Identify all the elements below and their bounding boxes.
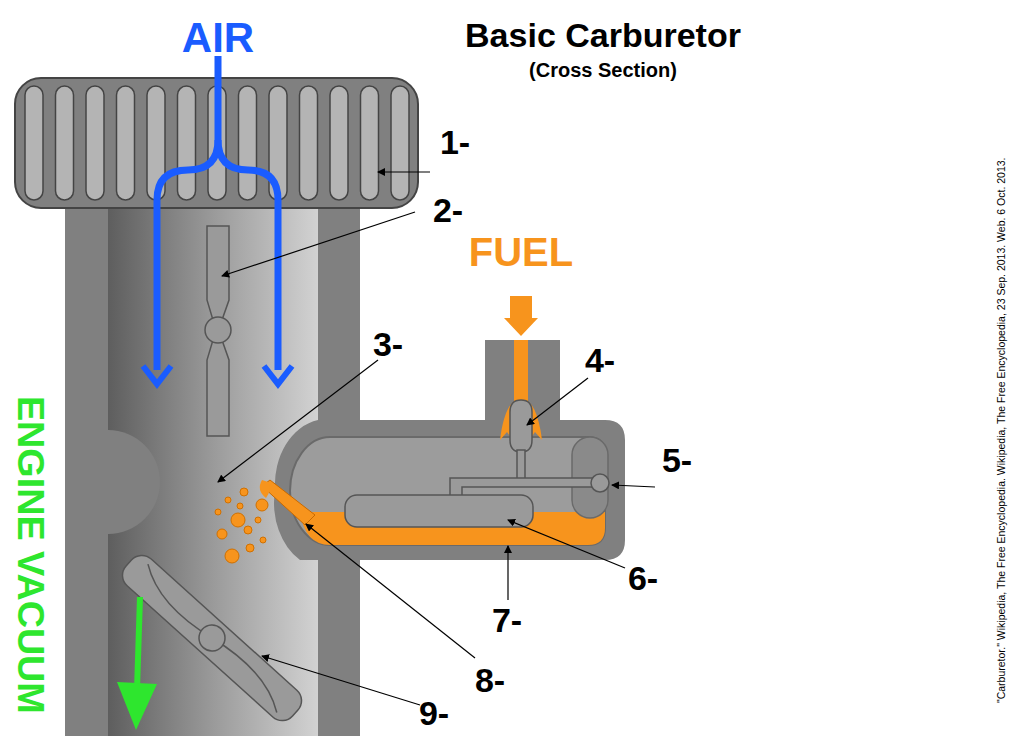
filter-slot [86, 86, 104, 200]
fuel-droplet [215, 509, 221, 515]
fuel-droplet [225, 549, 239, 563]
leader-lines [218, 172, 655, 705]
callout-number: 2- [433, 193, 463, 227]
callout-number: 5- [662, 443, 692, 477]
filter-slot [25, 86, 43, 200]
filter-slot [361, 86, 379, 200]
filter-slot [117, 86, 135, 200]
filter-slot [391, 86, 409, 200]
filter-slot [56, 86, 74, 200]
callout-number: 8- [475, 663, 505, 697]
air-flow-arrows [143, 56, 292, 384]
callout-number: 7- [492, 603, 522, 637]
flow-label: AIR [182, 17, 254, 59]
filter-slot [300, 86, 318, 200]
filter-slot [239, 86, 257, 200]
fuel-droplet [255, 517, 261, 523]
callout-number: 4- [585, 343, 615, 377]
fuel-droplet [237, 503, 243, 509]
carburetor-body [65, 205, 625, 736]
fuel-droplet [231, 513, 245, 527]
callout-number: 1- [440, 125, 470, 159]
choke-plate [205, 226, 231, 436]
float-mechanism [345, 400, 609, 527]
flow-label: ENGINE VACUUM [11, 396, 49, 714]
fuel-nozzle [215, 480, 315, 563]
vacuum-arrow [117, 597, 157, 730]
fuel-droplet [217, 529, 227, 539]
fuel-droplet [244, 526, 252, 534]
fuel-droplet [256, 499, 268, 511]
fuel-droplet [260, 537, 266, 543]
fuel-droplet [240, 488, 248, 496]
fuel-droplet [246, 544, 254, 552]
title: Basic Carburetor [465, 18, 741, 52]
filter-slot [178, 86, 196, 200]
citation-note: "Carburetor." Wikipedia, The Free Encycl… [996, 157, 1007, 703]
filter-slot [330, 86, 348, 200]
fuel-droplet [225, 497, 231, 503]
callout-number: 9- [419, 696, 449, 730]
subtitle: (Cross Section) [529, 60, 677, 80]
callout-number: 3- [373, 327, 403, 361]
float-bowl [290, 437, 608, 545]
callout-number: 6- [628, 561, 658, 595]
flow-label: FUEL [469, 232, 573, 272]
